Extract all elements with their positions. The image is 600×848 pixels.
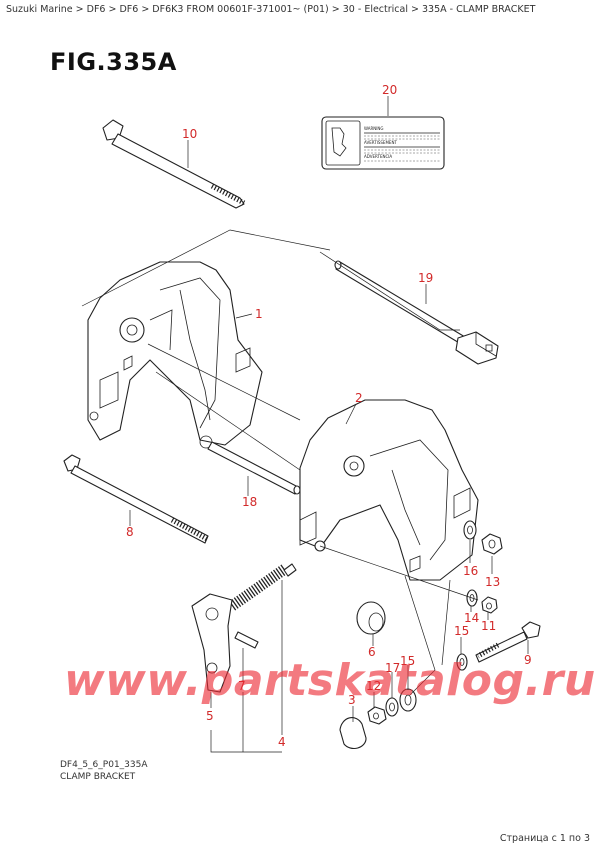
bolt-8-part[interactable]: [63, 454, 209, 544]
callout-18: 18: [242, 495, 257, 509]
nut-13-part[interactable]: [481, 533, 503, 555]
diagram-code: DF4_5_6_P01_335A: [60, 760, 148, 770]
cap-6-part[interactable]: [356, 601, 386, 635]
rod-18-part[interactable]: [207, 441, 301, 495]
callout-12: 12: [366, 679, 381, 693]
warning-line-2: AVERTISSEMENT: [364, 140, 397, 145]
knob-3-part[interactable]: [339, 717, 367, 750]
callout-19: 19: [418, 271, 433, 285]
callout-1: 1: [255, 307, 263, 321]
callout-2: 2: [355, 391, 363, 405]
pin-7-part[interactable]: [234, 631, 259, 649]
nut-11-part[interactable]: [481, 596, 498, 614]
pin-19-part[interactable]: [334, 260, 499, 365]
breadcrumb: Suzuki Marine > DF6 > DF6 > DF6K3 FROM 0…: [6, 4, 536, 15]
page-info: Страница с 1 по 3: [499, 833, 590, 844]
warning-line-1: WARNING: [364, 126, 384, 131]
washer-15-right-part[interactable]: [456, 653, 468, 671]
callout-15-right: 15: [454, 624, 469, 638]
callout-7: 7: [238, 679, 246, 693]
warning-line-3: ADVERTENCIA: [364, 154, 392, 159]
callout-17: 17: [385, 661, 400, 675]
bolt-10-part[interactable]: [102, 119, 246, 209]
callout-11: 11: [481, 619, 496, 633]
watermark: www.partskatalog.ru: [64, 655, 596, 706]
clamp-bracket-right-part[interactable]: [299, 399, 479, 581]
callout-3: 3: [348, 693, 356, 707]
warning-label-part[interactable]: WARNING AVERTISSEMENT ADVERTENCIA: [321, 116, 445, 170]
callout-14: 14: [464, 611, 479, 625]
clamp-bracket-left-part[interactable]: [87, 261, 263, 449]
callout-13: 13: [485, 575, 500, 589]
spring-4-part[interactable]: [228, 563, 297, 611]
washer-16-part[interactable]: [463, 520, 477, 540]
callout-16: 16: [463, 564, 478, 578]
figure-title: FIG.335A: [50, 48, 177, 76]
nut-12-part[interactable]: [367, 706, 387, 725]
callout-15-left: 15: [400, 654, 415, 668]
callout-6: 6: [368, 645, 376, 659]
callout-20: 20: [382, 83, 397, 97]
callout-9: 9: [524, 653, 532, 667]
callout-4: 4: [278, 735, 286, 749]
leader-lines: [81, 96, 529, 753]
callout-numbers: 20 10 19 1 2 18 8 16 13 14 11 15 9 6 17 …: [126, 83, 532, 749]
bolt-9-part[interactable]: [475, 621, 541, 663]
lever-5-part[interactable]: [191, 593, 233, 693]
callout-10: 10: [182, 127, 197, 141]
callout-5: 5: [206, 709, 214, 723]
callout-8: 8: [126, 525, 134, 539]
diagram-name: CLAMP BRACKET: [60, 772, 136, 782]
